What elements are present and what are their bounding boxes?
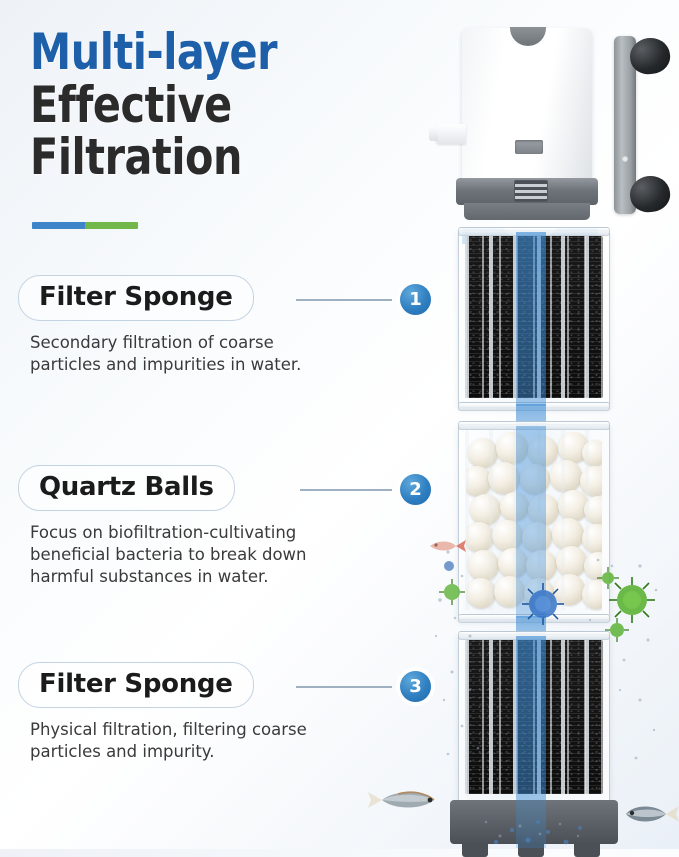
quartz-ball-media [466, 432, 602, 612]
water-flow-3 [516, 636, 546, 804]
step-3-leader-line [296, 686, 392, 688]
mount-bracket [614, 36, 636, 214]
title-block: Multi-layer Effective Filtration [30, 23, 390, 186]
step-2-pill[interactable]: Quartz Balls [18, 465, 235, 511]
chamber-ribs-2 [465, 430, 603, 610]
accent-bar [32, 222, 138, 229]
step-3-label: Filter Sponge [39, 669, 233, 699]
step-1-description: Secondary filtration of coarse particles… [30, 333, 302, 374]
outlet-nozzle-tip [429, 127, 438, 141]
callout-step-1: Filter Sponge Secondary filtration of co… [18, 275, 418, 376]
pump-head [429, 27, 673, 220]
step-3-badge: 3 [400, 671, 431, 702]
pump-housing [462, 28, 592, 180]
bracket-screw-icon [622, 156, 628, 162]
pump-intake-grill [514, 180, 548, 202]
step-2-badge: 2 [400, 474, 431, 505]
outlet-nozzle [436, 124, 466, 144]
step-2-leader-line [300, 489, 392, 491]
step-3-pill[interactable]: Filter Sponge [18, 662, 254, 708]
step-1-leader-line [296, 299, 392, 301]
filter-base [450, 800, 618, 844]
product-illustration [429, 18, 679, 857]
accent-bar-blue [32, 222, 85, 229]
water-flow-2 [516, 426, 546, 618]
step-2-description: Focus on biofiltration-cultivating benef… [30, 523, 307, 586]
fish-silver [368, 791, 435, 808]
title-line-1: Multi-layer [30, 23, 278, 81]
title-line-3: Filtration [30, 128, 243, 186]
chamber-sponge-top [458, 227, 610, 411]
base-foot-left [462, 844, 488, 857]
accent-bar-green [85, 222, 138, 229]
pump-front-slot [515, 140, 543, 154]
step-1-badge: 1 [400, 284, 431, 315]
title-line-2: Effective [30, 75, 232, 134]
chamber-sponge-bottom [458, 631, 610, 804]
step-2-label: Quartz Balls [39, 472, 214, 502]
step-1-pill[interactable]: Filter Sponge [18, 275, 254, 321]
step-3-description: Physical filtration, filtering coarse pa… [30, 720, 307, 761]
chamber-rim-top-2 [458, 421, 610, 430]
chamber-quartz [458, 421, 610, 623]
callout-step-3: Filter Sponge Physical filtration, filte… [18, 662, 418, 763]
pump-top-knob [510, 27, 546, 46]
base-foot-right [574, 844, 600, 857]
pump-lower-band [464, 203, 590, 220]
water-flow-1 [516, 232, 546, 406]
water-flow-base [516, 800, 546, 848]
step-1-label: Filter Sponge [39, 282, 233, 312]
callout-step-2: Quartz Balls Focus on biofiltration-cult… [18, 465, 418, 588]
